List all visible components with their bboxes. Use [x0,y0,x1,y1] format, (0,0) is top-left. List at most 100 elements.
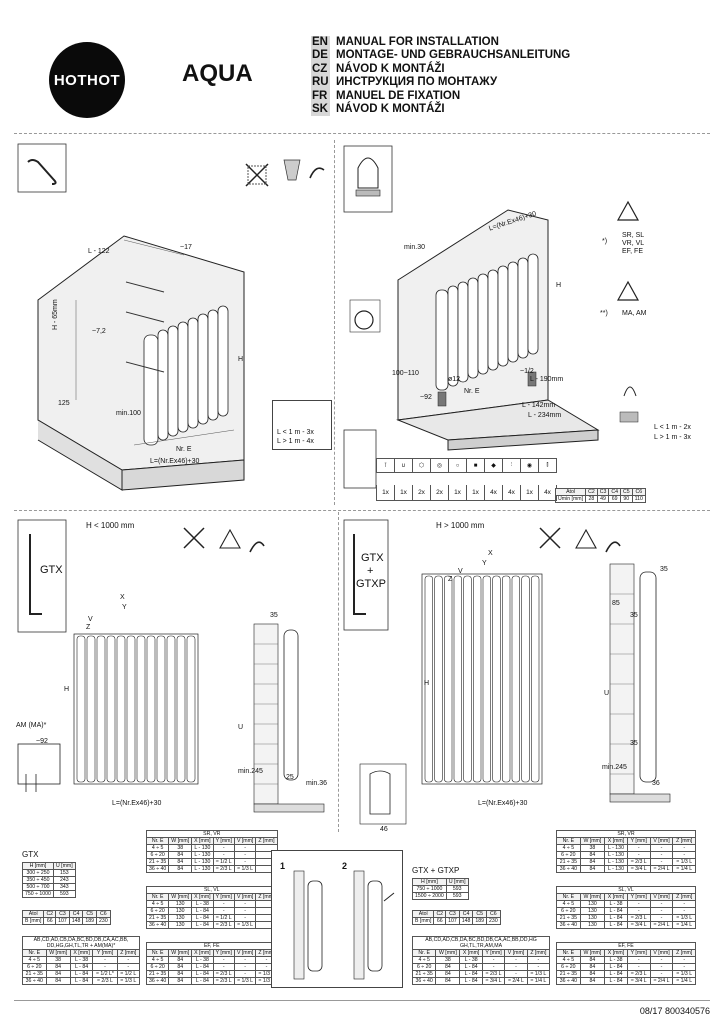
ml-min245: min.245 [238,768,263,775]
table-cell: L - 84 [459,970,483,978]
table-cell: 4 ÷ 5 [556,900,581,908]
table-cell: 243 [52,876,76,884]
table-cell: 38 [168,844,193,852]
language-code: FR [311,89,330,104]
ml-am-label: AM (MA)* [16,722,47,729]
table-cell: 21 ÷ 35 [145,858,170,866]
table-cell: 189 [82,917,98,925]
table-cell: ≈ 1/2 L [116,970,141,978]
mr-d35b: 35 [630,612,638,619]
table-header-row: H [mm]U [mm] [22,862,76,870]
table-cell: L - 84 [604,921,628,929]
table-cell: L - 84 [604,977,628,985]
table-header-cell: V [mm] [233,837,257,845]
hardware-disc-icon: ◉ [520,459,538,472]
table-cell: - [672,900,696,908]
table-cell: L - 84 [191,907,214,915]
dim-d17: ~17 [180,244,192,251]
table-header-cell: C6 [486,910,501,918]
table-cell: - [233,970,257,978]
tr-d92: ~92 [420,394,432,401]
table-cell: L - 84 [191,963,214,971]
table-header-cell: X [mm] [604,893,628,901]
table-cell: 593 [445,892,469,900]
table-header-cell: Y [mm] [212,837,235,845]
table-cell: 6 ÷ 20 [22,963,47,971]
table-cell: 36 ÷ 40 [556,865,581,873]
note2-text: MA, AM [622,310,647,317]
table-header-cell: X [mm] [191,893,214,901]
table-header-cell: W [mm] [168,893,193,901]
mr-lformula: L=(Nr.Ex46)+30 [478,800,528,807]
tr-l234: L - 234mm [528,412,562,419]
table-header-cell: X [mm] [604,949,628,957]
ml-d35: 35 [270,612,278,619]
radiator-column [511,575,520,783]
table-cell: 84 [168,865,193,873]
hardware-quantity: 2x [413,485,431,501]
table-cell: 84 [168,970,193,978]
radiator-column [473,575,482,783]
footer-code: 08/17 800340576 [639,1006,710,1016]
table-cell: 28 [585,495,598,503]
floor-stand-install-drawing [343,145,640,489]
table-header-cell: C2 [585,488,598,496]
table-cell: 84 [579,963,606,971]
table-cell: L - 130 [191,851,214,859]
table-header-cell: Nr. E [556,893,581,901]
table-cell: - [92,956,118,964]
language-title: ИНСТРУКЦИЯ ПО МОНТАЖУ [336,76,498,89]
table-cell: 750 ÷ 1000 [412,885,447,893]
hardware-quantity: 4x [503,485,521,501]
table-cell: - [233,914,257,922]
table-cell: L - 84 [459,963,483,971]
note2-mark: **) [600,310,608,317]
table-header-cell: Z [mm] [672,949,696,957]
language-code: DE [311,49,330,63]
table-title-row: AB,CD,AD,CB,DA,BC,BD,DB,CA,AC,BB, DD,HG,… [22,936,140,950]
dim-d72: ~7,2 [92,328,106,335]
br-gtx-title: GTX + GTXP [412,866,460,875]
gtx-small-wall-drawing [17,519,325,813]
table-header-cell: C5 [82,910,98,918]
radiator-column [86,635,96,783]
tr-min30: min.30 [404,244,426,251]
screw-count-box: L < 1 m - 3x L > 1 m - 4x [272,400,332,450]
language-code: EN [311,36,330,50]
hardware-bolt-icon: ⊺ [383,463,388,469]
table-cell: 66 [433,917,447,925]
radiator-column [482,575,491,783]
mr-min245: min.245 [602,764,627,771]
table-header-cell: C3 [445,910,460,918]
table-cell: 84 [168,977,193,985]
table-cell: 148 [68,917,84,925]
table-header-cell: Y [mm] [626,893,651,901]
mr-d35: 35 [660,566,668,573]
ml-d92: ~92 [36,738,48,745]
table-cell: 6 ÷ 20 [556,907,581,915]
mr-u: U [604,690,610,697]
table-title-row: AB,CD,AD,CB,DA,BC,BD,DB,CA,AC,BB,DD,HG G… [412,936,550,950]
tr-l142: L - 142mm [522,402,556,409]
table-cell: 84 [435,970,461,978]
table-cell: 593 [52,890,76,898]
table-cell: ≈ 2/3 L [212,970,235,978]
table-header-cell: W [mm] [579,837,606,845]
hardware-pin-icon: ⫾ [538,459,556,472]
